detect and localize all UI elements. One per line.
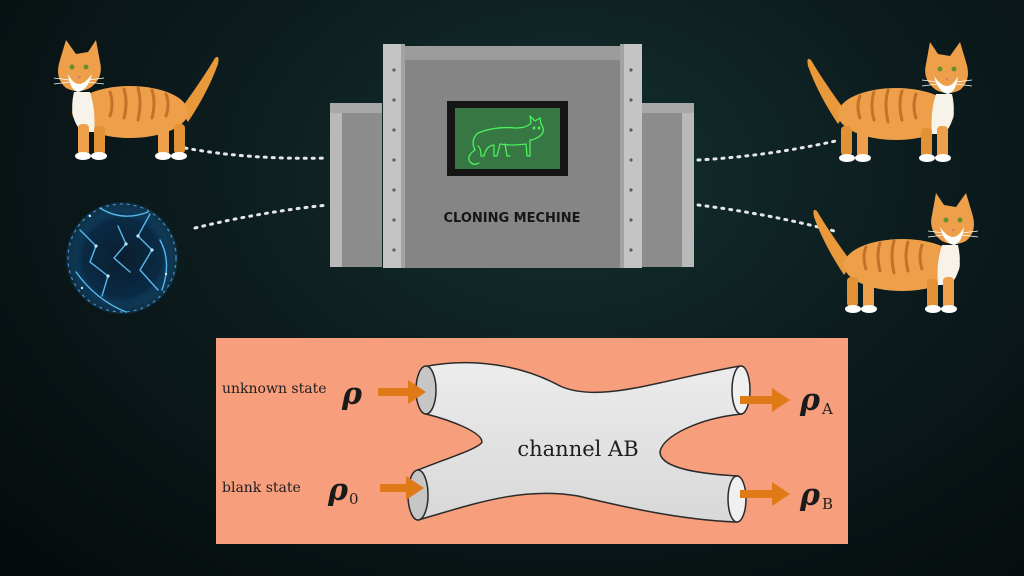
arrows <box>378 380 790 506</box>
label-blank-state: blank state <box>222 480 301 496</box>
label-unknown-state: unknown state <box>222 381 326 397</box>
energy-orb-icon <box>66 202 178 314</box>
line-top-left <box>183 146 330 160</box>
cat-clone-top <box>805 40 974 164</box>
cat-clone-bottom <box>811 191 980 315</box>
cloning-machine: CLONING MECHINE <box>330 44 694 268</box>
symbol-rho: ρ <box>341 377 363 412</box>
line-top-right <box>696 138 842 162</box>
line-bottom-left <box>193 203 330 230</box>
arrow-out-bottom <box>740 482 790 506</box>
subscript-zero: 0 <box>349 490 359 508</box>
subscript-b: B <box>822 495 833 513</box>
channel-tube <box>407 361 751 523</box>
screen-cat-icon <box>468 115 544 165</box>
arrow-in-top <box>378 380 426 404</box>
symbol-rho-zero: ρ <box>327 473 349 508</box>
symbol-rho-b: ρ <box>799 478 821 513</box>
label-channel-ab: channel AB <box>517 437 638 461</box>
arrow-in-bottom <box>380 476 424 500</box>
subscript-a: A <box>821 400 833 418</box>
channel-diagram: unknown state blank state channel AB ρ ρ… <box>216 338 848 544</box>
symbol-rho-a: ρ <box>799 383 821 418</box>
arrow-out-top <box>740 388 790 412</box>
machine-label: CLONING MECHINE <box>443 211 580 226</box>
cat-original <box>52 38 221 162</box>
